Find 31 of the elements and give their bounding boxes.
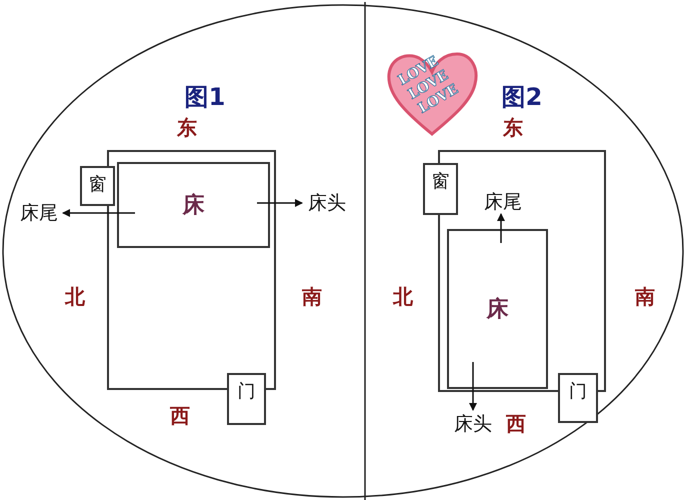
window-box [423, 163, 458, 215]
door-box [558, 373, 598, 423]
compass-direction: 南 [302, 284, 322, 310]
window-label: 窗 [88, 173, 106, 196]
arrow [257, 199, 303, 207]
compass-direction: 东 [503, 114, 523, 142]
bed-end-label: 床头 [308, 191, 346, 216]
bed-box [117, 162, 270, 248]
door-label: 门 [569, 380, 587, 403]
bed-label: 床 [486, 296, 508, 324]
door-label: 门 [238, 380, 256, 403]
bed-box [447, 229, 548, 389]
arrow [497, 213, 505, 243]
compass-direction: 北 [393, 284, 413, 310]
bed-label: 床 [182, 192, 204, 220]
bed-end-label: 床尾 [484, 190, 522, 215]
door-box [227, 373, 266, 425]
compass-direction: 西 [170, 402, 190, 430]
bed-end-label: 床头 [454, 412, 492, 437]
window-label: 窗 [432, 170, 450, 193]
heart-sticker [385, 50, 479, 136]
arrow [62, 209, 135, 217]
compass-direction: 东 [177, 114, 197, 142]
compass-direction: 北 [65, 284, 85, 310]
compass-direction: 南 [635, 284, 655, 310]
figure-title: 图2 [502, 82, 542, 113]
arrow [469, 362, 477, 411]
figure-title: 图1 [184, 82, 226, 113]
window-box [80, 166, 115, 206]
compass-direction: 西 [506, 410, 526, 438]
bed-end-label: 床尾 [20, 201, 58, 226]
